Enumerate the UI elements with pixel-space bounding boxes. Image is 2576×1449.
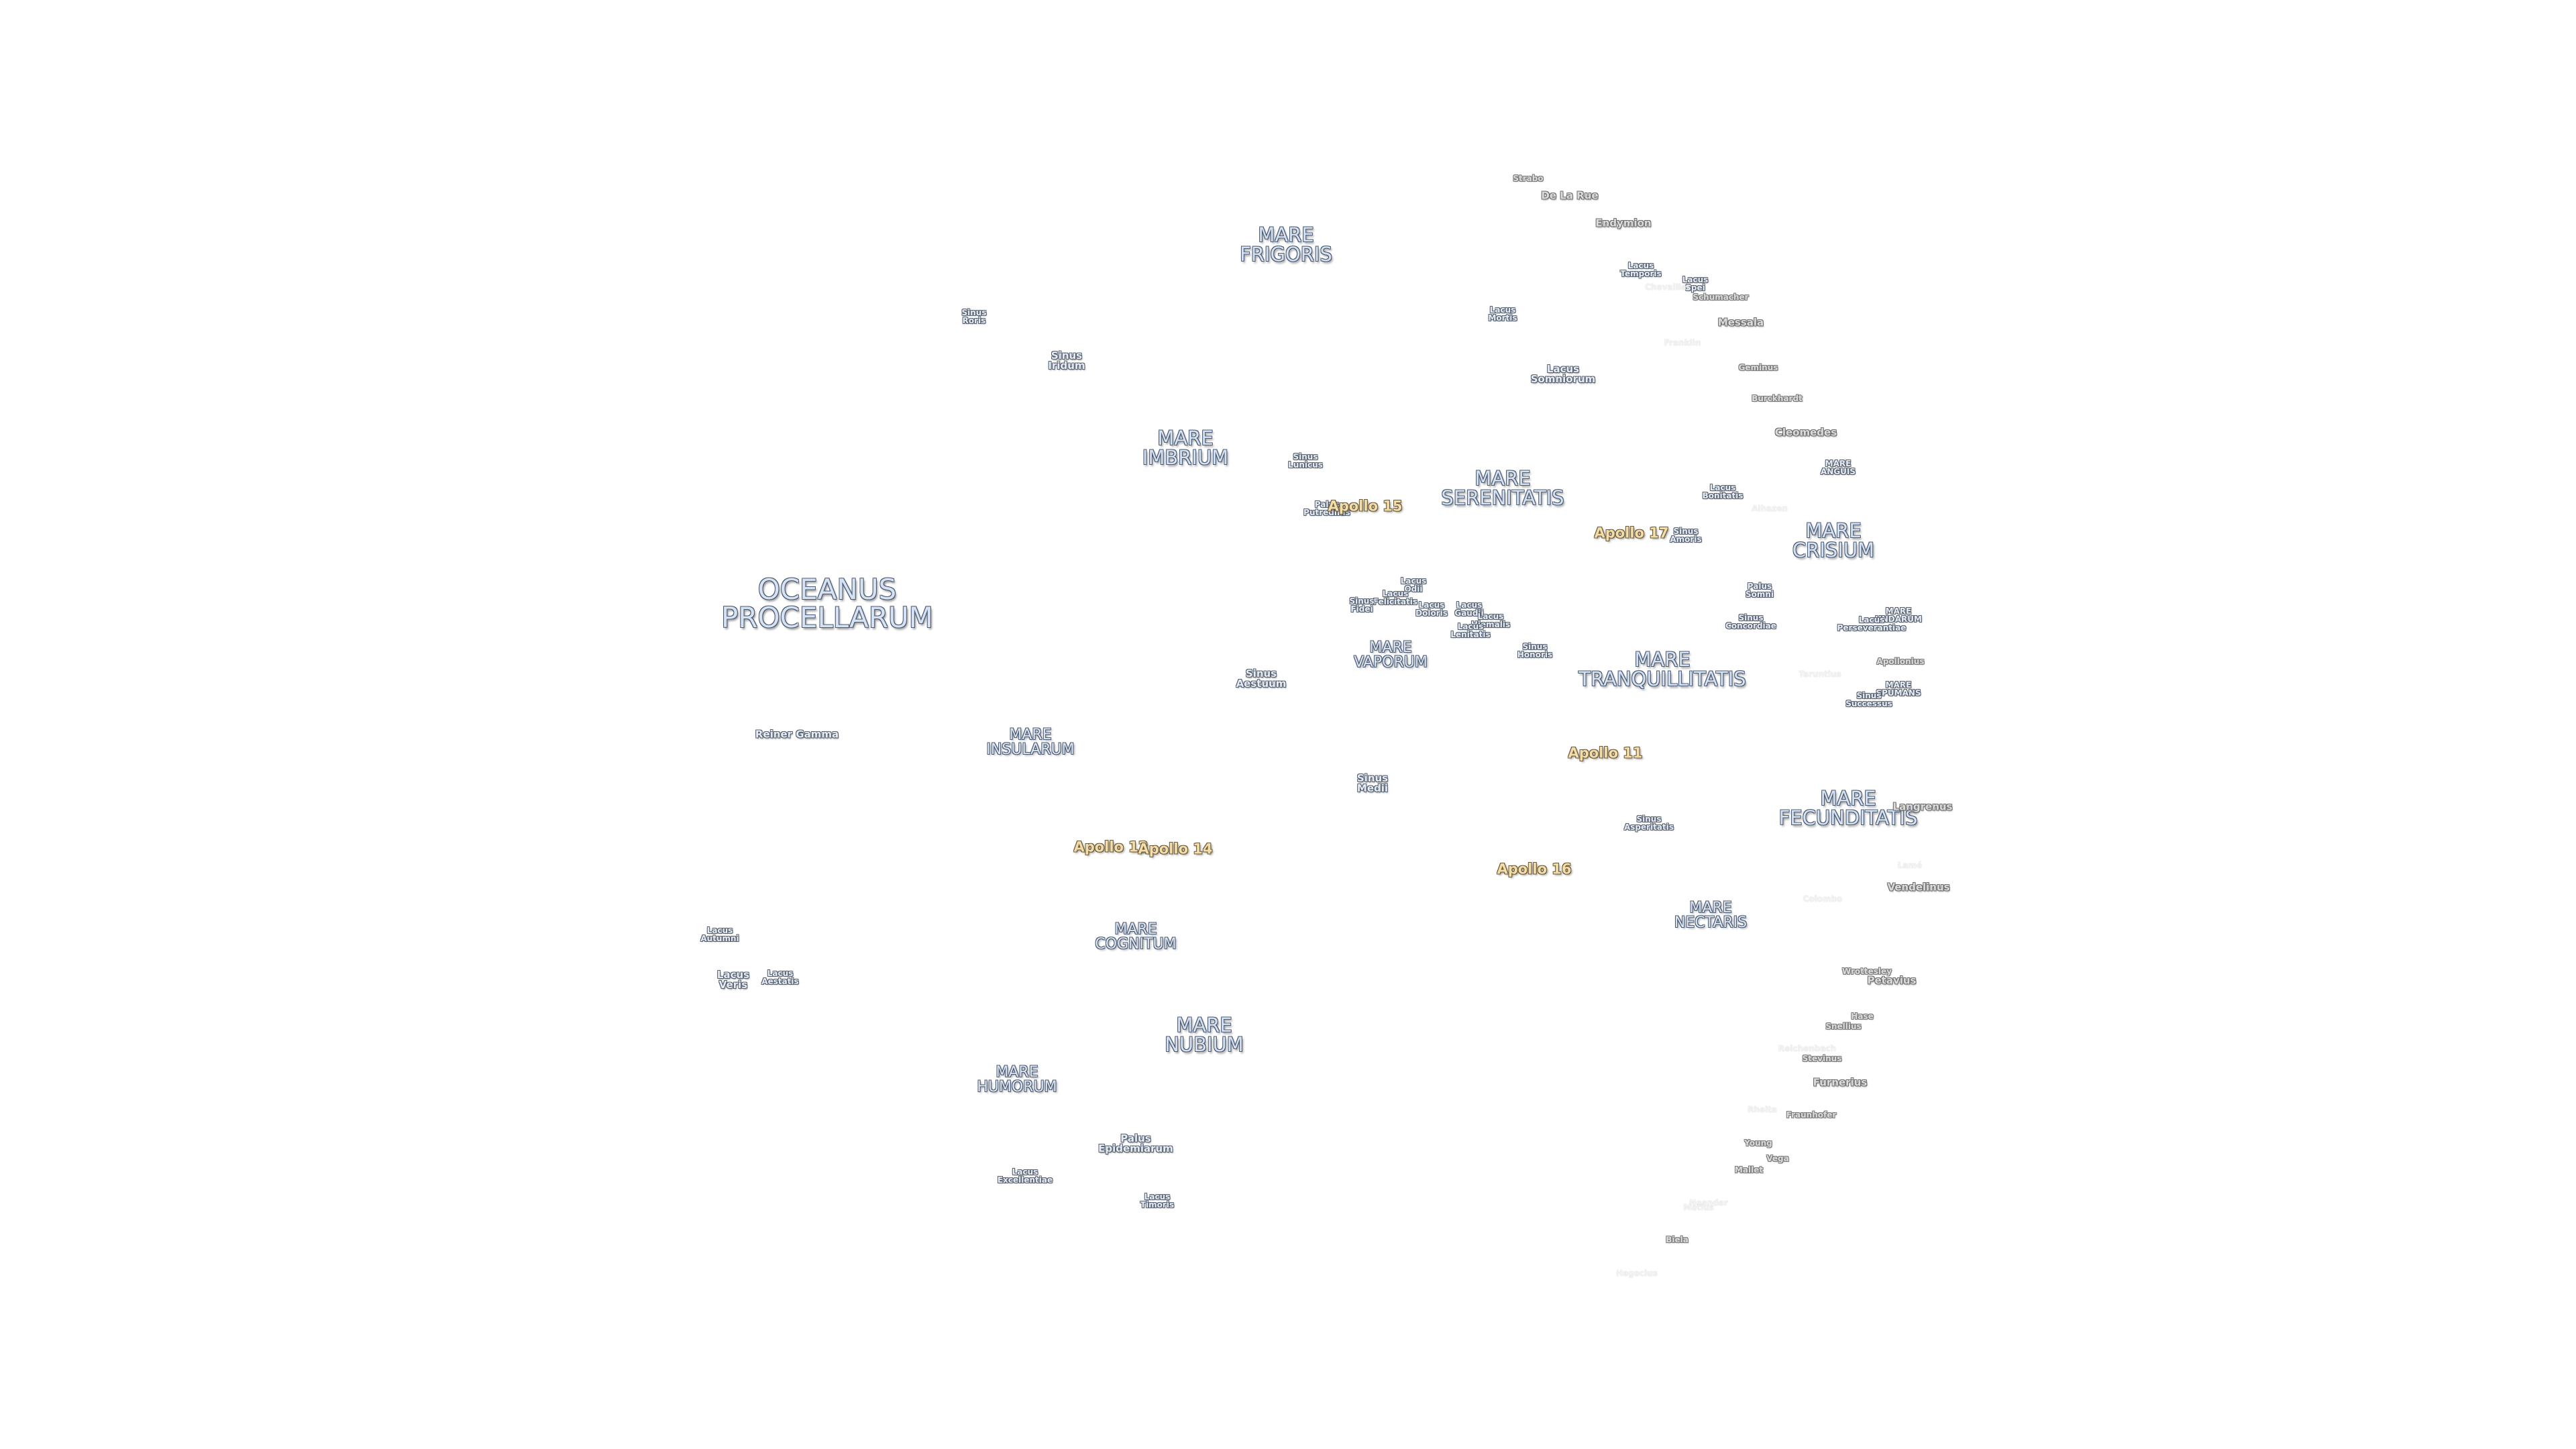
label-lacus-temporis: Lacus Temporis bbox=[1620, 261, 1662, 278]
label-rheita: Rheita bbox=[1748, 1105, 1777, 1114]
label-neander: Neander bbox=[1689, 1198, 1728, 1208]
label-mare-anguis: MARE ANGUIS bbox=[1820, 459, 1856, 476]
label-apollo-16: Apollo 16 bbox=[1497, 861, 1572, 877]
label-messala: Messala bbox=[1717, 316, 1764, 329]
label-sinus-iridum: Sinus Iridum bbox=[1048, 350, 1085, 372]
label-mare-crisium: MARE CRISIUM bbox=[1792, 519, 1875, 561]
label-wrottesley: Wrottesley bbox=[1841, 967, 1892, 976]
label-mare-spumans: MARE SPUMANS bbox=[1876, 680, 1921, 698]
label-mare-serenitatis: MARE SERENITATIS bbox=[1441, 467, 1564, 509]
label-lacus-doloris: Lacus Doloris bbox=[1415, 600, 1448, 618]
label-lacus-somniorum: Lacus Somniorum bbox=[1530, 363, 1596, 385]
label-apollo-12: Apollo 12 bbox=[1073, 839, 1148, 855]
label-mare-humorum: MARE HUMORUM bbox=[977, 1064, 1057, 1095]
label-sinus-medii: Sinus Medii bbox=[1356, 772, 1389, 794]
label-mallet: Mallet bbox=[1734, 1165, 1764, 1175]
label-burckhardt: Burckhardt bbox=[1752, 394, 1803, 403]
label-colombo: Colombo bbox=[1803, 894, 1843, 904]
label-lacus-veris: Lacus Veris bbox=[716, 969, 750, 991]
label-lacus-lenitatis: Lacus Lenitatis bbox=[1450, 622, 1491, 639]
label-mare-cognitum: MARE COGNITUM bbox=[1095, 921, 1177, 953]
label-mare-nectaris: MARE NECTARIS bbox=[1674, 900, 1748, 931]
label-lacus-gaudii: Lacus Gaudii bbox=[1454, 600, 1484, 618]
label-cleomedes: Cleomedes bbox=[1774, 426, 1837, 439]
label-mare-fecunditatis: MARE FECUNDITATIS bbox=[1778, 787, 1918, 829]
label-palus-somni: Palus Somni bbox=[1745, 582, 1774, 599]
label-lacus-felicitatis: Lacus Felicitatis bbox=[1373, 589, 1418, 606]
label-lacus-spei: Lacus Spei bbox=[1682, 275, 1709, 292]
label-mare-tranquillitatis: MARE TRANQUILLITATIS bbox=[1578, 648, 1746, 690]
label-lame: Lamé bbox=[1897, 861, 1923, 870]
label-mare-vaporum: MARE VAPORUM bbox=[1354, 639, 1428, 671]
label-vendelinus: Vendelinus bbox=[1887, 881, 1950, 894]
label-endymion: Endymion bbox=[1595, 217, 1652, 229]
label-apollonius: Apollonius bbox=[1876, 657, 1925, 666]
label-biela: Biela bbox=[1666, 1235, 1688, 1244]
label-sinus-asperitatis: Sinus Asperitatis bbox=[1623, 814, 1674, 832]
label-mare-insularum: MARE INSULARUM bbox=[986, 727, 1075, 758]
label-schumacher: Schumacher bbox=[1693, 292, 1749, 302]
label-fraunhofer: Fraunhofer bbox=[1786, 1110, 1837, 1120]
label-palus-epidemiarum: Palus Epidemiarum bbox=[1098, 1132, 1173, 1155]
label-franklin: Franklin bbox=[1664, 338, 1701, 347]
label-reichenbach: Reichenbach bbox=[1778, 1044, 1837, 1053]
label-snellius: Snellius bbox=[1825, 1022, 1862, 1031]
label-sinus-aestuum: Sinus Aestuum bbox=[1236, 667, 1287, 690]
label-sinus-successus: Sinus Successus bbox=[1845, 691, 1892, 708]
label-sinus-honoris: Sinus Honoris bbox=[1517, 642, 1553, 659]
label-mare-undarum: MARE UNDARUM bbox=[1875, 606, 1922, 624]
label-young: Young bbox=[1744, 1138, 1772, 1148]
label-lacus-hiemalis: Lacus Hiemalis bbox=[1470, 612, 1511, 629]
label-strabo: Strabo bbox=[1513, 174, 1544, 183]
label-lacus-aestatis: Lacus Aestatis bbox=[761, 969, 799, 986]
label-mare-imbrium: MARE IMBRIUM bbox=[1142, 427, 1229, 469]
label-oceanus-procellarum: OCEANUS PROCELLARUM bbox=[720, 573, 934, 634]
label-reiner-gamma: Reiner Gamma bbox=[755, 728, 839, 741]
label-langrenus: Langrenus bbox=[1892, 800, 1953, 813]
label-furnerius: Furnerius bbox=[1813, 1076, 1868, 1089]
label-geminus: Geminus bbox=[1738, 363, 1778, 372]
label-taruntius: Taruntius bbox=[1799, 669, 1841, 679]
label-apollo-14: Apollo 14 bbox=[1138, 841, 1213, 857]
label-petavius: Petavius bbox=[1867, 974, 1917, 987]
label-lacus-bonitatis: Lacus Bonitatis bbox=[1702, 483, 1743, 500]
label-chevallier: Chevallier bbox=[1645, 282, 1690, 292]
label-hagecius: Hagecius bbox=[1616, 1269, 1658, 1278]
label-lacus-mortis: Lacus Mortis bbox=[1488, 305, 1517, 323]
label-lacus-timoris: Lacus Timoris bbox=[1140, 1192, 1175, 1210]
label-sinus-fidei: Sinus Fidei bbox=[1349, 596, 1375, 614]
label-sinus-lunicus: Sinus Lunicus bbox=[1288, 452, 1323, 470]
label-lacus-autumni: Lacus Autumni bbox=[700, 926, 739, 943]
label-apollo-15: Apollo 15 bbox=[1328, 498, 1403, 515]
label-palus-putredinis: Palus Putredinis bbox=[1303, 500, 1350, 517]
label-lacus-perseverantiae: Lacus Perseverantiae bbox=[1837, 615, 1907, 633]
label-apollo-11: Apollo 11 bbox=[1568, 745, 1643, 761]
label-sinus-amoris: Sinus Amoris bbox=[1670, 527, 1702, 544]
label-hase: Hase bbox=[1851, 1012, 1874, 1021]
label-mare-nubium: MARE NUBIUM bbox=[1165, 1014, 1244, 1056]
label-apollo-17: Apollo 17 bbox=[1594, 525, 1669, 541]
label-stevinus: Stevinus bbox=[1802, 1054, 1842, 1063]
label-sinus-concordiae: Sinus Concordiae bbox=[1725, 613, 1776, 631]
label-alhazen: Alhazen bbox=[1752, 504, 1788, 513]
label-lacus-excellentiae: Lacus Excellentiae bbox=[997, 1167, 1053, 1185]
label-lacus-odii: Lacus Odii bbox=[1400, 576, 1427, 594]
label-de-la-rue: De La Rue bbox=[1541, 189, 1599, 202]
label-sinus-roris: Sinus Roris bbox=[961, 308, 987, 325]
label-mare-frigoris: MARE FRIGORIS bbox=[1240, 223, 1332, 266]
label-metius: Metius bbox=[1683, 1203, 1714, 1212]
label-vega: Vega bbox=[1766, 1154, 1789, 1163]
